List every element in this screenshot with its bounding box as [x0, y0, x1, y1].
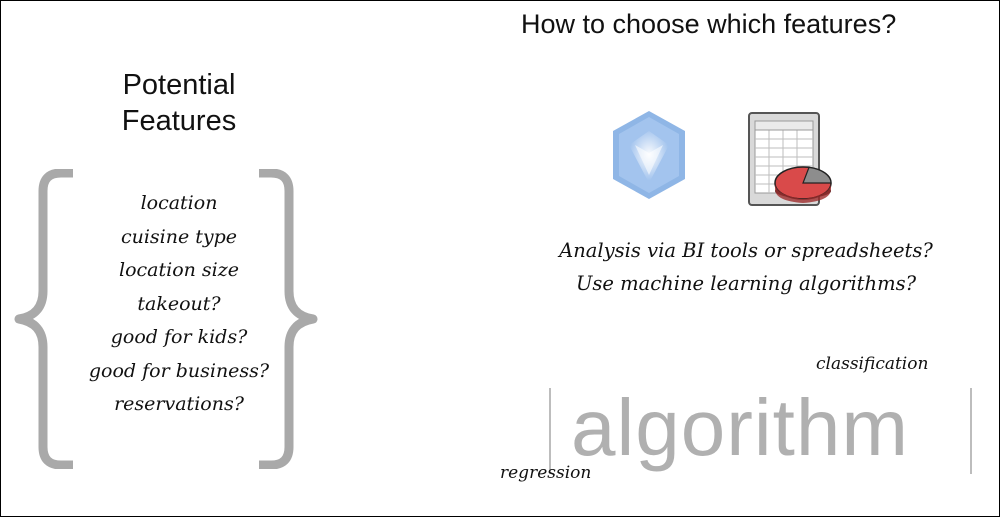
feature-item: location — [140, 192, 218, 214]
feature-item: takeout? — [137, 292, 221, 315]
feature-item: cuisine type — [120, 225, 238, 248]
feature-item: location size — [119, 259, 239, 281]
algorithm-word: algorithm — [571, 383, 910, 472]
algorithm-right-bar — [970, 388, 972, 474]
heading-line-2: Features — [121, 105, 237, 137]
right-brace-icon — [259, 169, 318, 469]
feature-list: location cuisine type location size take… — [59, 187, 299, 422]
bi-tool-hexagon-icon — [613, 111, 685, 199]
feature-item: good for business? — [88, 359, 270, 382]
classification-label: classification — [816, 354, 929, 374]
feature-item: reservations? — [114, 393, 244, 415]
question-bi-spreadsheets: Analysis via BI tools or spreadsheets? — [559, 239, 933, 262]
left-brace-icon — [14, 169, 73, 469]
question-machine-learning: Use machine learning algorithms? — [575, 272, 917, 295]
page-title: How to choose which features? — [521, 9, 897, 39]
potential-features-heading: Potential Features — [89, 67, 269, 139]
feature-item: good for kids? — [110, 326, 248, 348]
algorithm-left-bar — [549, 388, 551, 474]
regression-label: regression — [500, 463, 592, 483]
spreadsheet-pie-chart-icon — [748, 112, 832, 206]
heading-line-1: Potential — [122, 69, 236, 101]
